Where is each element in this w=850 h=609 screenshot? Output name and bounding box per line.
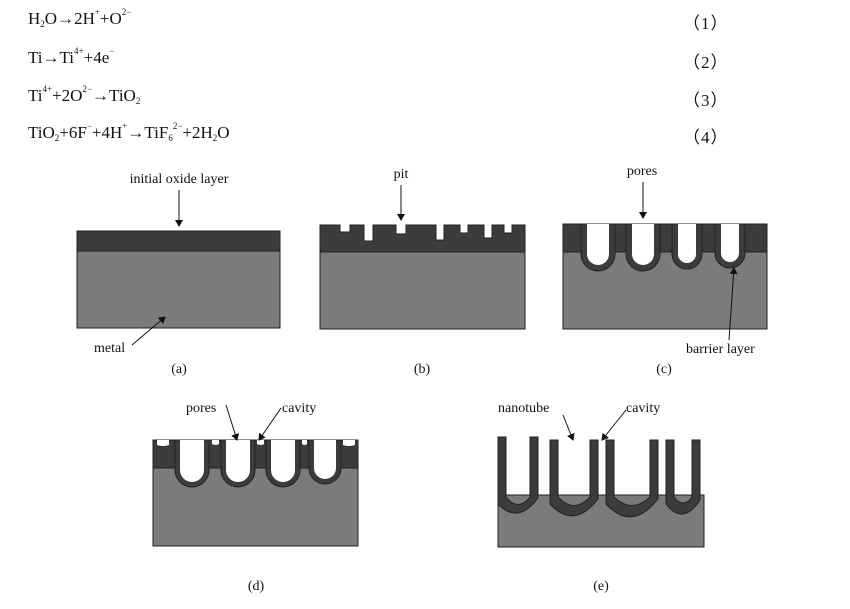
equation-1: H2O→2H++O2− bbox=[28, 7, 132, 29]
panel-b: pit (b) bbox=[319, 167, 526, 377]
arrow bbox=[601, 409, 627, 441]
cavity bbox=[343, 440, 355, 446]
panel-c: pores barrier layer (c) bbox=[562, 164, 768, 377]
label-pores: pores bbox=[186, 401, 216, 416]
arrow-icon: → bbox=[92, 86, 110, 105]
nanotube bbox=[665, 439, 701, 515]
nanotube bbox=[497, 436, 539, 514]
cavity bbox=[212, 440, 219, 445]
label-pit: pit bbox=[394, 167, 409, 182]
label-pores: pores bbox=[627, 164, 657, 179]
arrow bbox=[225, 404, 240, 441]
arrow-icon: → bbox=[42, 48, 60, 67]
metal-layer bbox=[319, 251, 526, 330]
pore bbox=[632, 224, 654, 265]
arrow bbox=[258, 407, 282, 441]
equation-1-number: （1） bbox=[683, 14, 729, 33]
arrow bbox=[131, 316, 166, 346]
pore bbox=[180, 440, 204, 482]
label-barrier-layer: barrier layer bbox=[686, 342, 755, 357]
caption-e: (e) bbox=[593, 579, 609, 594]
arrow bbox=[562, 414, 575, 441]
equation-4: TiO2+6F−+4H+→TiF62−+2H2O bbox=[28, 121, 230, 143]
cavity bbox=[257, 440, 264, 445]
cavity bbox=[157, 440, 169, 446]
equation-3-number: （3） bbox=[683, 91, 729, 110]
panel-e: nanotube cavity (e) bbox=[497, 401, 705, 594]
pore bbox=[271, 440, 295, 482]
oxide-layer bbox=[76, 230, 281, 252]
oxide-layer bbox=[319, 224, 526, 253]
pore bbox=[678, 224, 696, 263]
caption-d: (d) bbox=[248, 579, 265, 594]
pore bbox=[314, 440, 336, 479]
cavity bbox=[302, 440, 307, 445]
caption-c: (c) bbox=[656, 362, 672, 377]
caption-b: (b) bbox=[414, 362, 431, 377]
equation-3: Ti4++2O2−→TiO2 bbox=[28, 84, 141, 106]
label-initial-oxide-layer: initial oxide layer bbox=[130, 172, 229, 187]
arrow bbox=[728, 267, 738, 341]
nanotube bbox=[605, 439, 659, 518]
arrow-icon: → bbox=[57, 9, 75, 28]
pore bbox=[226, 440, 250, 482]
label-nanotube: nanotube bbox=[498, 401, 549, 416]
equation-2-number: （2） bbox=[683, 53, 729, 72]
pore bbox=[587, 224, 609, 265]
caption-a: (a) bbox=[171, 362, 187, 377]
nanotube bbox=[549, 439, 599, 517]
pore bbox=[721, 224, 739, 262]
label-metal: metal bbox=[94, 341, 125, 356]
panel-a: initial oxide layer metal (a) bbox=[76, 172, 281, 377]
equation-2: Ti→Ti4++4e− bbox=[28, 46, 115, 68]
label-cavity: cavity bbox=[282, 401, 316, 416]
arrow-icon: → bbox=[127, 123, 145, 142]
panel-d: pores cavity (d) bbox=[152, 401, 359, 594]
metal-layer bbox=[76, 250, 281, 329]
label-cavity: cavity bbox=[626, 401, 660, 416]
equation-4-number: （4） bbox=[683, 128, 729, 147]
